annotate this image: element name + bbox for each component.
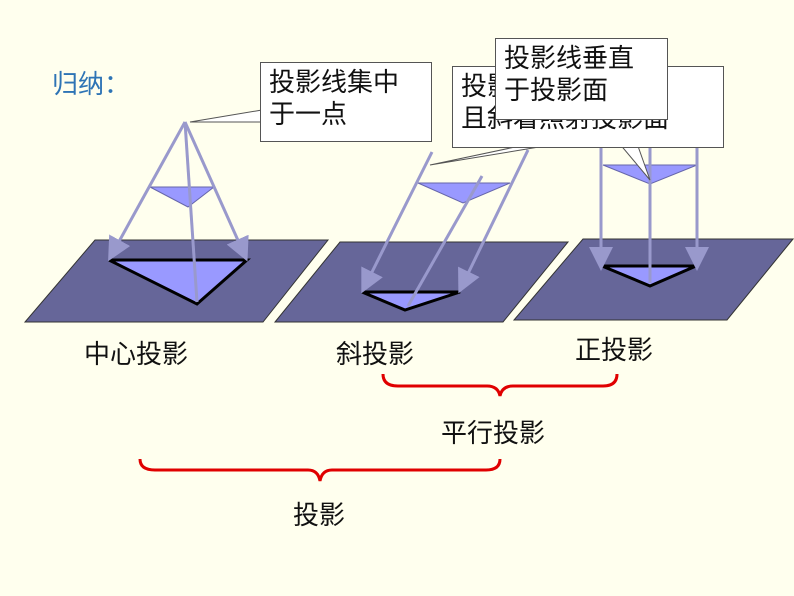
central-shadow-triangle (108, 258, 251, 306)
projection-brace (138, 458, 502, 482)
oblique-callout-pointer (429, 145, 546, 166)
central-ray-center (183, 121, 199, 303)
central-callout: 投影线集中 于一点 (260, 62, 432, 142)
oblique-ray-1 (361, 151, 434, 294)
parallel-projection-brace (381, 373, 619, 397)
ortho-callout-line2: 于投影面 (504, 76, 609, 106)
oblique-projection-figure (361, 149, 530, 312)
ortho-callout-line1: 投影线垂直 (504, 44, 635, 74)
central-ray-right (183, 121, 249, 262)
orthographic-callout: 投影线垂直 于投影面 (495, 38, 668, 120)
oblique-ray-2 (406, 175, 484, 307)
central-callout-line2: 于一点 (269, 100, 348, 130)
slide-title: 归纳： (52, 70, 131, 100)
orthographic-projection-figure (589, 140, 709, 288)
label-parallel-projection: 平行投影 (441, 419, 546, 449)
oblique-ray-3 (458, 149, 530, 294)
label-projection: 投影 (293, 501, 346, 531)
oblique-object-triangle (417, 182, 511, 204)
label-oblique-projection: 斜投影 (336, 340, 415, 370)
central-ray-left (108, 121, 187, 262)
central-callout-pointer (189, 109, 263, 123)
label-orthographic-projection: 正投影 (575, 336, 654, 366)
central-object-triangle (149, 186, 216, 208)
central-callout-line1: 投影线集中 (269, 68, 400, 98)
label-central-projection: 中心投影 (84, 340, 189, 370)
central-projection-figure (108, 121, 251, 306)
